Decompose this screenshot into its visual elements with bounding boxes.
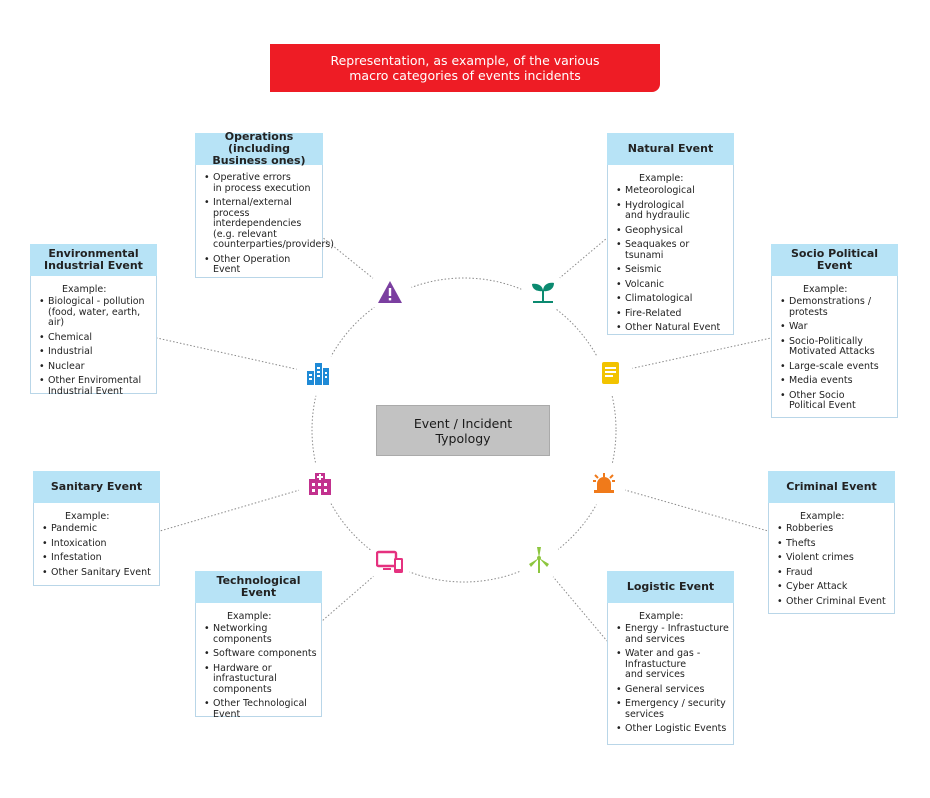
list-item: Chemical	[39, 332, 152, 344]
category-title: Socio Political Event	[771, 244, 898, 276]
category-card-natural: Natural EventExample:MeteorologicalHydro…	[607, 133, 734, 335]
example-list: MeteorologicalHydrological and hydraulic…	[608, 184, 733, 342]
category-title: Environmental Industrial Event	[30, 244, 157, 276]
list-item: Energy - Infrastucture and services	[616, 623, 729, 645]
example-list: Demonstrations / protestsWarSocio-Politi…	[772, 295, 897, 420]
list-item: Robberies	[777, 523, 890, 535]
list-item: Seismic	[616, 264, 729, 276]
list-item: Other Enviromental Industrial Event	[39, 375, 152, 397]
list-item: Internal/external process interdependenc…	[204, 197, 334, 251]
list-item: Cyber Attack	[777, 581, 890, 593]
list-item: Fraud	[777, 567, 890, 579]
category-title: Logistic Event	[607, 571, 734, 603]
category-card-environmental: Environmental Industrial EventExample:Bi…	[30, 244, 157, 396]
list-item: General services	[616, 684, 729, 696]
warning-icon	[368, 270, 412, 314]
example-label: Example:	[62, 284, 107, 295]
list-item: Operative errors in process execution	[204, 172, 318, 194]
list-item: Socio-Politically Motivated Attacks	[780, 336, 893, 358]
list-item: Large-scale events	[780, 361, 893, 373]
category-card-sanitary: Sanitary EventExample:PandemicIntoxicati…	[33, 471, 160, 586]
example-label: Example:	[65, 511, 110, 522]
list-item: Other Socio Political Event	[780, 390, 893, 412]
list-item: Violent crimes	[777, 552, 890, 564]
example-label: Example:	[639, 173, 684, 184]
example-label: Example:	[639, 611, 684, 622]
list-item: Other Natural Event	[616, 322, 729, 334]
connector-socio	[610, 337, 772, 374]
list-item: Geophysical	[616, 225, 729, 237]
wind-turbine-icon	[517, 538, 561, 582]
example-label: Example:	[800, 511, 845, 522]
connector-environmental	[156, 337, 319, 375]
list-item: Software components	[204, 648, 317, 660]
banner-title: Representation, as example, of the vario…	[330, 53, 600, 83]
list-item: Intoxication	[42, 538, 155, 550]
list-item: Hydrological and hydraulic	[616, 200, 729, 222]
category-title: Criminal Event	[768, 471, 895, 503]
list-item: Emergency / security services	[616, 698, 729, 720]
example-label: Example:	[227, 611, 272, 622]
example-list: Networking componentsSoftware components…	[196, 622, 321, 728]
hospital-icon	[298, 462, 342, 506]
category-title: Natural Event	[607, 133, 734, 165]
category-card-criminal: Criminal EventExample:RobberiesTheftsVio…	[768, 471, 895, 614]
list-item: Other Operation Event	[204, 254, 318, 276]
orbit-ring	[311, 277, 617, 583]
list-item: Demonstrations / protests	[780, 296, 893, 318]
list-item: War	[780, 321, 893, 333]
list-item: Thefts	[777, 538, 890, 550]
list-item: Nuclear	[39, 361, 152, 373]
example-list: PandemicIntoxicationInfestationOther San…	[34, 522, 159, 586]
list-item: Seaquakes or tsunami	[616, 239, 729, 261]
list-item: Media events	[780, 375, 893, 387]
plant-icon	[521, 270, 565, 314]
category-title: Sanitary Event	[33, 471, 160, 503]
list-item: Other Sanitary Event	[42, 567, 155, 579]
list-item: Other Technological Event	[204, 698, 317, 720]
list-item: Meteorological	[616, 185, 729, 197]
example-list: Operative errors in process executionInt…	[196, 165, 334, 284]
connector-criminal	[603, 483, 769, 532]
example-label: Example:	[803, 284, 848, 295]
devices-icon	[368, 540, 412, 584]
industry-buildings-icon	[296, 352, 340, 396]
list-item: Biological - pollution (food, water, ear…	[39, 296, 152, 329]
list-item: Water and gas - Infrastucture and servic…	[616, 648, 729, 681]
example-list: Energy - Infrastucture and servicesWater…	[608, 622, 733, 743]
list-item: Pandemic	[42, 523, 155, 535]
category-title: Operations (including Business ones)	[195, 131, 323, 167]
list-item: Fire-Related	[616, 308, 729, 320]
document-icon	[589, 351, 633, 395]
list-item: Infestation	[42, 552, 155, 564]
list-item: Climatological	[616, 293, 729, 305]
siren-icon	[582, 462, 626, 506]
list-item: Hardware or infrastuctural components	[204, 663, 317, 696]
list-item: Networking components	[204, 623, 317, 645]
category-card-socio: Socio Political EventExample:Demonstrati…	[771, 244, 898, 418]
list-item: Volcanic	[616, 279, 729, 291]
diagram-banner: Representation, as example, of the vario…	[270, 44, 660, 92]
list-item: Industrial	[39, 346, 152, 358]
list-item: Other Criminal Event	[777, 596, 890, 608]
category-card-operations: Operations (including Business ones) Oper…	[195, 131, 334, 278]
connector-sanitary	[159, 483, 321, 532]
category-title: Technological Event	[195, 571, 322, 603]
example-list: RobberiesTheftsViolent crimesFraudCyber …	[769, 522, 894, 615]
list-item: Other Logistic Events	[616, 723, 729, 735]
center-node: Event / Incident Typology	[376, 405, 550, 456]
example-list: Biological - pollution (food, water, ear…	[31, 295, 156, 405]
